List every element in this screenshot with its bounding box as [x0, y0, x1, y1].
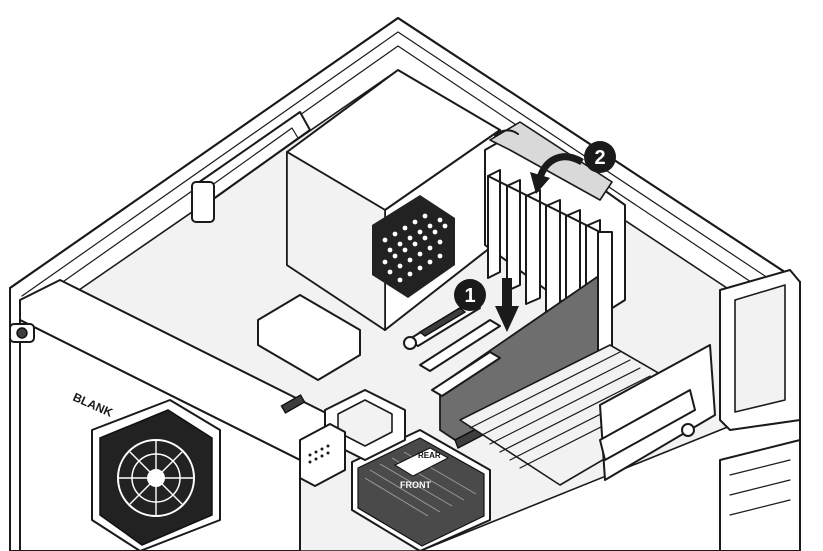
svg-text:2: 2 — [594, 147, 605, 169]
board-connectors — [280, 394, 346, 487]
psu-fan-grille — [372, 195, 455, 298]
processor-heatsink: REAR FRONT — [324, 389, 491, 551]
side-handle-left — [191, 111, 311, 223]
side-handle-right — [599, 344, 716, 481]
pcie-slots — [403, 301, 501, 397]
power-supply-unit — [257, 69, 501, 381]
heatsink-label-rear: REAR — [418, 451, 441, 460]
callout-1: 1 — [454, 279, 486, 311]
insert-arrow — [495, 278, 519, 332]
front-bezel — [719, 269, 801, 551]
rotate-arrow — [530, 153, 584, 194]
system-fan — [91, 399, 221, 551]
callout-2: 2 — [584, 141, 616, 173]
svg-text:1: 1 — [464, 285, 475, 307]
heatsink-label-front: FRONT — [400, 480, 431, 490]
